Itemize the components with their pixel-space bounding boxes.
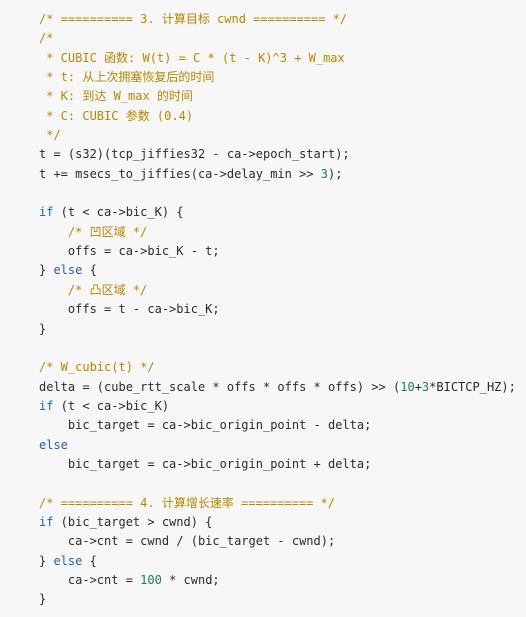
code-token-comment: * C: CUBIC 参数 (0.4) [39,108,194,123]
code-token-comment: */ [39,128,61,143]
code-token-plain: } [39,553,54,568]
code-token-num: 100 [140,572,162,587]
code-token-comment: /* [39,31,54,46]
code-line: t = (s32)(tcp_jiffies32 - ca->epoch_star… [39,145,526,164]
code-line: * t: 从上次拥塞恢复后的时间 [39,68,526,87]
code-line: } [39,590,526,609]
code-line: /* 凸区域 */ [39,281,526,300]
code-token-plain: } [39,592,47,607]
code-token-keyword: else [53,553,83,568]
code-line: t += msecs_to_jiffies(ca->delay_min >> 3… [39,165,526,184]
code-token-comment: /* W_cubic(t) */ [39,360,155,375]
code-token-plain: ca->cnt = cwnd / (bic_target - cwnd); [39,534,336,549]
code-token-comment: * K: 到达 W_max 的时间 [39,89,193,104]
code-token-plain: { [82,553,97,568]
code-token-plain: { [82,263,97,278]
code-line: /* ========== 4. 计算增长速率 ========== */ [39,494,526,513]
code-token-plain: (bic_target > cwnd) { [53,514,213,529]
code-line: } [39,320,526,339]
code-line: offs = t - ca->bic_K; [39,300,526,319]
code-line: } else { [39,261,526,280]
code-token-plain: (t < ca->bic_K) [53,398,170,413]
code-line: bic_target = ca->bic_origin_point + delt… [39,455,526,474]
code-line: * C: CUBIC 参数 (0.4) [39,107,526,126]
code-line: ca->cnt = 100 * cwnd; [39,571,526,590]
code-token-plain: + [414,379,422,394]
code-line: /* ========== 3. 计算目标 cwnd ========== */ [39,10,526,29]
code-token-comment: /* ========== 3. 计算目标 cwnd ========== */ [39,12,348,26]
code-token-plain: ca->cnt = [39,572,141,587]
code-line [39,474,526,493]
code-line: if (t < ca->bic_K) [39,397,526,416]
code-token-plain: bic_target = ca->bic_origin_point - delt… [39,418,372,433]
code-line: */ [39,126,526,145]
code-line: if (bic_target > cwnd) { [39,513,526,532]
code-token-plain: t += msecs_to_jiffies(ca->delay_min >> [39,166,321,181]
code-token-num: 3 [320,166,328,181]
code-token-plain: * cwnd; [161,572,220,587]
code-token-plain: ); [328,166,343,181]
code-token-plain: offs = t - ca->bic_K; [39,302,220,317]
code-token-plain: (t < ca->bic_K) { [53,205,184,220]
code-line: /* [39,29,526,48]
code-token-keyword: else [39,437,68,452]
code-token-plain: delta = (cube_rtt_scale * offs * offs * … [39,379,401,394]
code-token-plain: *BICTCP_HZ); [429,379,516,394]
code-line: else [39,436,526,455]
code-token-plain [39,283,68,297]
code-token-plain [39,225,68,239]
code-line: if (t < ca->bic_K) { [39,203,526,222]
code-line: bic_target = ca->bic_origin_point - delt… [39,416,526,435]
code-token-comment: * t: 从上次拥塞恢复后的时间 [39,70,215,85]
code-token-keyword: if [39,514,54,529]
code-line [39,184,526,203]
code-line: * CUBIC 函数: W(t) = C * (t - K)^3 + W_max [39,49,526,68]
code-token-keyword: if [39,205,54,220]
code-token-num: 10 [400,379,415,394]
code-line: /* 凹区域 */ [39,223,526,242]
code-line: ca->cnt = cwnd / (bic_target - cwnd); [39,532,526,551]
code-line: } else { [39,552,526,571]
code-line: /* W_cubic(t) */ [39,358,526,377]
code-line: * K: 到达 W_max 的时间 [39,87,526,106]
code-token-plain: t = (s32)(tcp_jiffies32 - ca->epoch_star… [39,147,350,162]
code-token-comment: /* 凸区域 */ [67,282,148,297]
code-token-comment: /* ========== 4. 计算增长速率 ========== */ [39,495,335,510]
code-token-plain: offs = ca->bic_K - t; [39,244,220,259]
code-token-plain: bic_target = ca->bic_origin_point + delt… [39,456,372,471]
code-token-plain: } [39,321,47,336]
code-token-keyword: else [53,263,83,278]
code-token-comment: /* 凹区域 */ [67,224,148,239]
code-line: offs = ca->bic_K - t; [39,242,526,261]
code-token-comment: * CUBIC 函数: W(t) = C * (t - K)^3 + W_max [39,50,345,65]
code-line: delta = (cube_rtt_scale * offs * offs * … [39,378,526,397]
code-token-keyword: if [39,398,54,413]
code-line [39,339,526,358]
code-token-plain: } [39,263,54,278]
code-token-num: 3 [421,379,430,394]
